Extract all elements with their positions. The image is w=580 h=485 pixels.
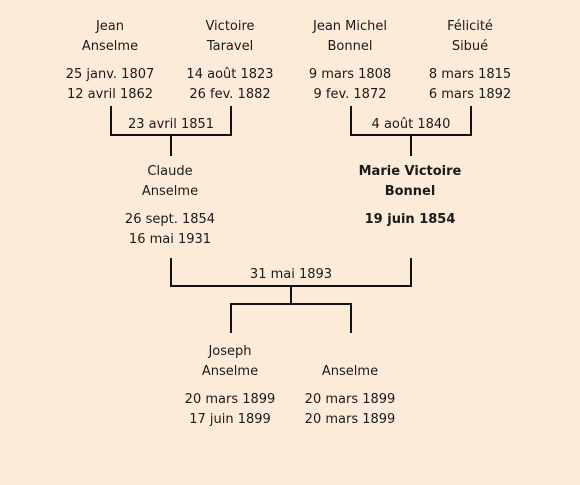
birth-date: 9 mars 1808 xyxy=(308,67,392,82)
person-last-name: Taravel xyxy=(206,39,254,54)
person-last-name: Anselme xyxy=(201,364,259,379)
marriage-date: 4 août 1840 xyxy=(371,117,451,132)
connector-line xyxy=(410,258,412,287)
person-last-name: Sibué xyxy=(451,39,489,54)
person-victoire-taravel: Victoire Taravel 14 août 1823 26 fev. 18… xyxy=(170,17,290,105)
person-first-name: Victoire xyxy=(205,19,255,34)
birth-date: 20 mars 1899 xyxy=(184,392,276,407)
connector-line xyxy=(350,134,472,136)
person-first-name: Marie Victoire xyxy=(358,164,462,179)
connector-line xyxy=(410,136,412,156)
death-date: 26 fev. 1882 xyxy=(189,87,271,102)
death-date: 17 juin 1899 xyxy=(189,412,271,427)
person-first-name: Claude xyxy=(147,164,193,179)
person-first-name: Jean xyxy=(95,19,125,34)
person-jean-anselme: Jean Anselme 25 janv. 1807 12 avril 1862 xyxy=(50,17,170,105)
connector-line xyxy=(110,134,232,136)
birth-date: 20 mars 1899 xyxy=(304,392,396,407)
connector-line xyxy=(290,287,292,305)
person-felicite-sibue: Félicité Sibué 8 mars 1815 6 mars 1892 xyxy=(410,17,530,105)
birth-date: 8 mars 1815 xyxy=(428,67,512,82)
birth-date: 26 sept. 1854 xyxy=(124,212,216,227)
person-first-name: Félicité xyxy=(447,19,493,34)
connector-line xyxy=(230,106,232,136)
death-date: 6 mars 1892 xyxy=(428,87,512,102)
person-first-name: Jean Michel xyxy=(313,19,387,34)
connector-line xyxy=(350,106,352,136)
marriage-date: 31 mai 1893 xyxy=(249,267,333,282)
connector-line xyxy=(350,305,352,333)
death-date: 9 fev. 1872 xyxy=(313,87,387,102)
person-last-name: Anselme xyxy=(141,184,199,199)
birth-date: 25 janv. 1807 xyxy=(65,67,155,82)
connector-line xyxy=(170,285,412,287)
connector-line xyxy=(110,106,112,136)
birth-date: 19 juin 1854 xyxy=(364,212,456,227)
person-marie-victoire-bonnel: Marie Victoire Bonnel 19 juin 1854 xyxy=(350,162,470,230)
connector-line xyxy=(470,106,472,136)
person-last-name: Bonnel xyxy=(327,39,373,54)
person-anselme: Anselme 20 mars 1899 20 mars 1899 xyxy=(290,362,410,430)
person-first-name: Joseph xyxy=(208,344,252,359)
connector-line xyxy=(230,305,232,333)
birth-date: 14 août 1823 xyxy=(186,67,274,82)
person-last-name: Bonnel xyxy=(384,184,436,199)
person-claude-anselme: Claude Anselme 26 sept. 1854 16 mai 1931 xyxy=(110,162,230,250)
connector-line xyxy=(170,136,172,156)
person-joseph-anselme: Joseph Anselme 20 mars 1899 17 juin 1899 xyxy=(170,342,290,430)
connector-line xyxy=(170,258,172,287)
person-last-name: Anselme xyxy=(321,364,379,379)
marriage-date: 23 avril 1851 xyxy=(127,117,215,132)
death-date: 12 avril 1862 xyxy=(66,87,154,102)
person-last-name: Anselme xyxy=(81,39,139,54)
connector-line xyxy=(230,303,352,305)
death-date: 16 mai 1931 xyxy=(128,232,212,247)
person-jean-michel-bonnel: Jean Michel Bonnel 9 mars 1808 9 fev. 18… xyxy=(290,17,410,105)
death-date: 20 mars 1899 xyxy=(304,412,396,427)
